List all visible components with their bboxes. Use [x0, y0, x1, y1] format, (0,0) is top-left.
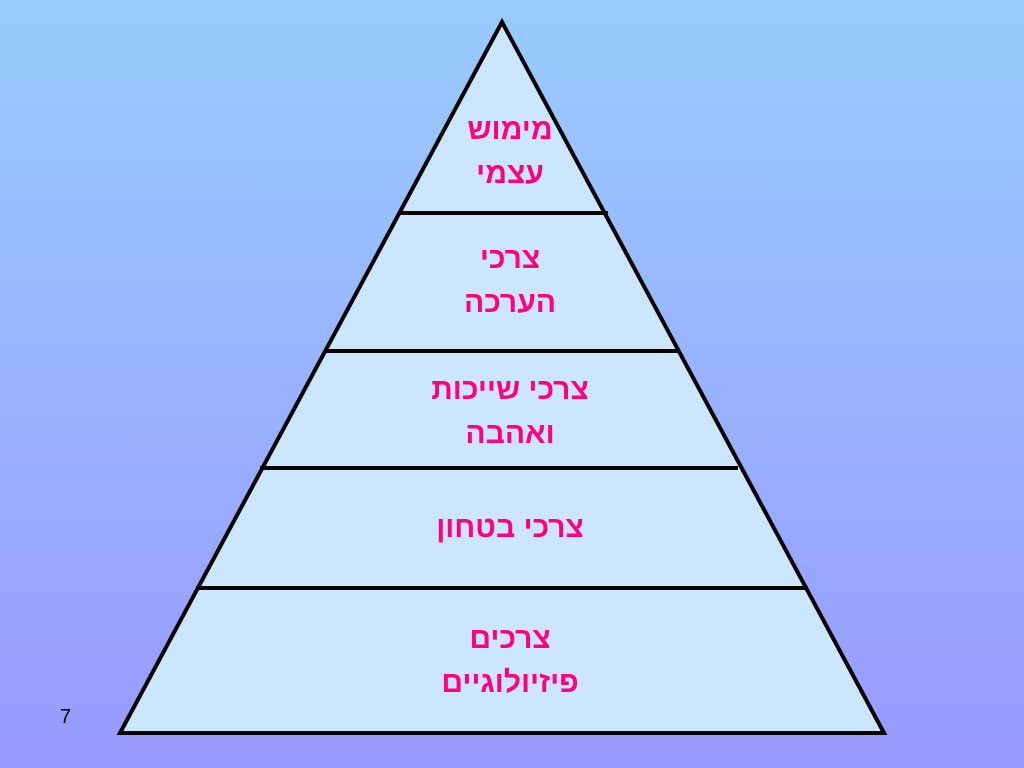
level-label-line1: מימוש	[467, 113, 553, 146]
level-label-line1: צרכים	[469, 622, 551, 655]
pyramid-level-self-actualization: מימוש עצמי	[330, 108, 690, 196]
pyramid-level-esteem: צרכי הערכה	[330, 237, 690, 325]
pyramid-body	[116, 17, 888, 735]
level-label-line2: פיזיולוגיים	[441, 666, 579, 699]
level-label-line2: הערכה	[463, 286, 557, 319]
pyramid-level-belonging: צרכי שייכות ואהבה	[330, 368, 690, 456]
level-label-line1: צרכי שייכות	[431, 373, 589, 406]
pyramid-level-physiological: צרכים פיזיולוגיים	[330, 617, 690, 705]
level-label-line2: ואהבה	[465, 417, 555, 450]
pyramid-level-safety: צרכי בטחון	[330, 506, 690, 550]
level-label-line1: צרכי בטחון	[436, 511, 584, 544]
level-label-line2: עצמי	[476, 157, 544, 190]
level-label-line1: צרכי	[479, 242, 541, 275]
slide-number: 7	[60, 706, 72, 728]
